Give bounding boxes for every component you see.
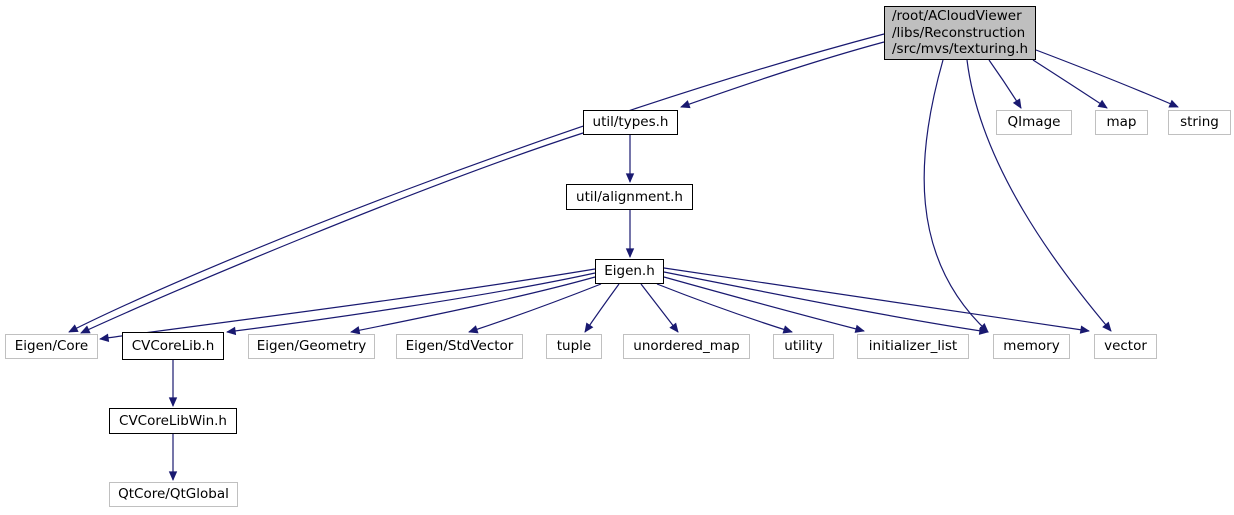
edge-eigen-h-to-initializer-list bbox=[663, 276, 865, 333]
node-unordered-map: unordered_map bbox=[623, 334, 750, 359]
edge-eigen-h-to-eigen-core bbox=[99, 268, 596, 342]
node-qimage: QImage bbox=[996, 110, 1072, 135]
edge-eigen-h-to-utility bbox=[656, 283, 793, 334]
edge-eigen-h-to-vector bbox=[663, 267, 1090, 334]
edge-texturing-to-util-types bbox=[680, 41, 885, 109]
edge-texturing-to-eigen-core bbox=[68, 33, 885, 333]
edge-eigen-h-to-tuple bbox=[584, 283, 620, 333]
node-texturing-h: /root/ACloudViewer /libs/Reconstruction … bbox=[884, 6, 1036, 60]
node-initializer-list: initializer_list bbox=[857, 334, 969, 359]
node-string: string bbox=[1168, 110, 1231, 135]
node-vector: vector bbox=[1094, 334, 1157, 359]
node-eigen-h[interactable]: Eigen.h bbox=[595, 259, 664, 284]
node-util-alignment-h[interactable]: util/alignment.h bbox=[566, 184, 693, 210]
edge-texturing-to-map bbox=[1032, 59, 1108, 109]
node-map: map bbox=[1095, 110, 1148, 135]
edge-eigen-h-to-cvcorelib bbox=[226, 272, 596, 336]
node-util-types-h[interactable]: util/types.h bbox=[583, 110, 678, 135]
edge-texturing-to-vector bbox=[966, 59, 1112, 332]
edge-util-types-to-eigen-core bbox=[80, 132, 584, 334]
edge-eigen-h-to-eigen-stdvector bbox=[468, 283, 602, 334]
node-utility: utility bbox=[773, 334, 834, 359]
edge-eigen-h-to-eigen-geometry bbox=[350, 276, 596, 335]
node-qtcore-qtglobal: QtCore/QtGlobal bbox=[109, 482, 238, 507]
node-memory: memory bbox=[993, 334, 1070, 359]
edge-texturing-to-string bbox=[1035, 49, 1179, 108]
node-cvcorelibwin-h[interactable]: CVCoreLibWin.h bbox=[109, 408, 237, 434]
edge-texturing-to-qimage bbox=[988, 59, 1022, 109]
edge-eigen-h-to-memory bbox=[663, 271, 989, 335]
edge-texturing-to-memory bbox=[923, 59, 989, 333]
node-eigen-geometry: Eigen/Geometry bbox=[248, 334, 375, 359]
node-eigen-stdvector: Eigen/StdVector bbox=[396, 334, 523, 359]
edge-eigen-h-to-unordered-map bbox=[640, 283, 679, 333]
node-cvcorelib-h[interactable]: CVCoreLib.h bbox=[122, 332, 224, 360]
node-tuple: tuple bbox=[546, 334, 602, 359]
node-eigen-core: Eigen/Core bbox=[5, 334, 98, 359]
